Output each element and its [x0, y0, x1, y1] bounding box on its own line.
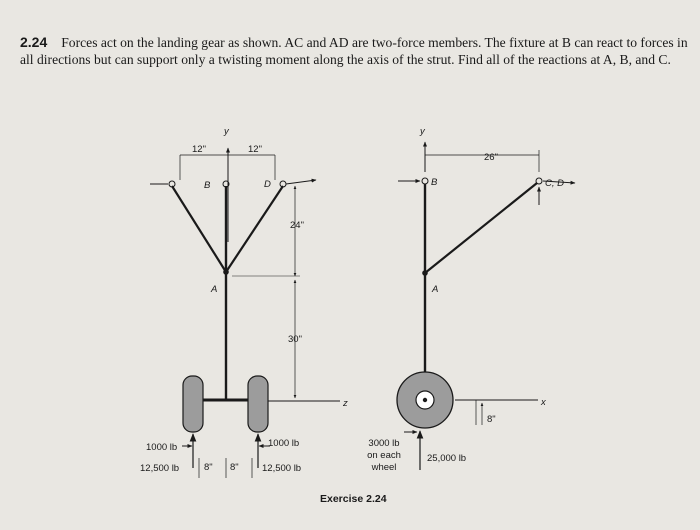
wheel-left [182, 375, 204, 433]
problem-number: 2.24 [20, 34, 48, 50]
dim-30: 30" [288, 334, 302, 345]
label-b: B [204, 180, 211, 191]
joint-a [223, 269, 229, 275]
z-axis-label: z [342, 398, 348, 409]
dim-12-right: 12" [248, 144, 262, 155]
pivot-b-right [421, 177, 429, 185]
label-a: A [210, 284, 217, 295]
force-12500-left: 12,500 lb [140, 463, 179, 474]
label-b-right: B [431, 177, 438, 188]
figure-caption: Exercise 2.24 [320, 493, 387, 505]
member-acd [424, 182, 538, 274]
member-ac [171, 185, 227, 273]
force-25000: 25,000 lb [427, 453, 466, 464]
force-12500-right: 12,500 lb [262, 463, 301, 474]
force-3000-line2: on each [367, 450, 401, 461]
label-a-right: A [431, 284, 438, 295]
label-cd: C, D [545, 178, 564, 189]
front-view: y 12" 12" B D A 24" 30" z [140, 126, 348, 478]
force-1000-left: 1000 lb [146, 442, 177, 453]
label-d: D [264, 179, 271, 190]
y-axis-label: y [223, 126, 230, 137]
joint-a-right [422, 270, 428, 276]
dim-12-left: 12" [192, 144, 206, 155]
side-view: y 26" B C, D A x 8" 25,000 lb [367, 126, 576, 473]
problem-text: Forces act on the landing gear as shown.… [20, 35, 688, 67]
dim-8-radius: 8" [487, 414, 496, 425]
dim-8-left: 8" [204, 462, 213, 473]
force-1000-right: 1000 lb [268, 438, 299, 449]
force-3000-line1: 3000 lb [368, 438, 399, 449]
force-3000-line3: wheel [371, 462, 397, 473]
x-axis-label: x [540, 397, 547, 408]
dim-24: 24" [290, 220, 304, 231]
pivot-cd [535, 177, 543, 185]
y-axis-label-right: y [419, 126, 426, 137]
dim-26: 26" [484, 152, 498, 163]
member-ad [225, 185, 284, 273]
dim-8-right: 8" [230, 462, 239, 473]
wheel-right [247, 375, 269, 433]
